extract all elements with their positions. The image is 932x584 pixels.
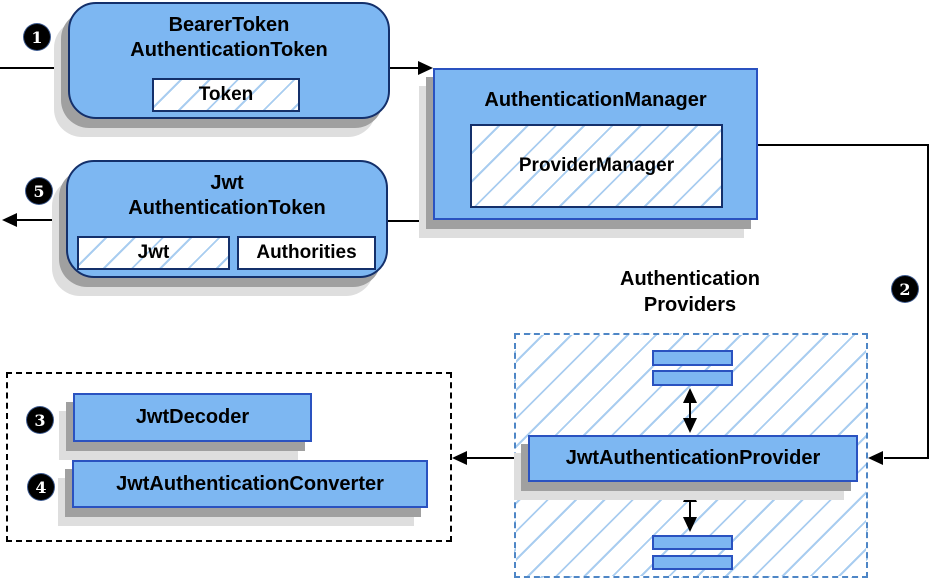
jwt-decoder-title: JwtDecoder <box>135 406 250 428</box>
authentication-manager-box: AuthenticationManager ProviderManager <box>433 68 758 220</box>
bearer-token-authentication-token-box: BearerToken AuthenticationToken Token <box>68 2 390 119</box>
jwt-authentication-token-box: Jwt AuthenticationToken Jwt Authorities <box>66 160 388 278</box>
upper-bidirectional-arrow <box>683 388 697 433</box>
jwt-field: Jwt <box>77 236 230 270</box>
manager-to-provider-arrow <box>758 144 929 465</box>
jwt-token-title: Jwt AuthenticationToken <box>128 172 326 219</box>
step-marker-2: 2 <box>892 276 918 302</box>
authentication-providers-label: Authentication Providers <box>620 268 760 316</box>
authentication-manager-title: AuthenticationManager <box>484 89 707 111</box>
jwt-authentication-converter-title: JwtAuthenticationConverter <box>116 472 384 495</box>
provider-placeholder-bar <box>652 555 733 570</box>
step-marker-1: 1 <box>24 24 50 50</box>
lower-bidirectional-arrow <box>683 487 697 532</box>
provider-placeholder-bar <box>652 350 733 366</box>
outgoing-result-arrow <box>2 213 66 227</box>
bearer-token-title: BearerToken AuthenticationToken <box>130 14 328 61</box>
provider-placeholder-bar <box>652 535 733 550</box>
token-field: Token <box>152 78 300 112</box>
jwt-authentication-converter-box: JwtAuthenticationConverter <box>72 460 428 508</box>
jwt-authentication-provider-box: JwtAuthenticationProvider <box>528 435 858 482</box>
provider-manager-box: ProviderManager <box>470 124 723 208</box>
step-marker-3: 3 <box>27 407 53 433</box>
provider-to-decoder-arrow <box>452 451 514 465</box>
authorities-field: Authorities <box>237 236 376 270</box>
step-marker-5: 5 <box>26 178 52 204</box>
provider-placeholder-bar <box>652 370 733 386</box>
jwt-decoder-box: JwtDecoder <box>73 393 312 442</box>
jwt-authentication-provider-title: JwtAuthenticationProvider <box>565 447 821 469</box>
step-marker-4: 4 <box>28 474 54 500</box>
bearer-to-manager-arrow <box>390 61 433 75</box>
